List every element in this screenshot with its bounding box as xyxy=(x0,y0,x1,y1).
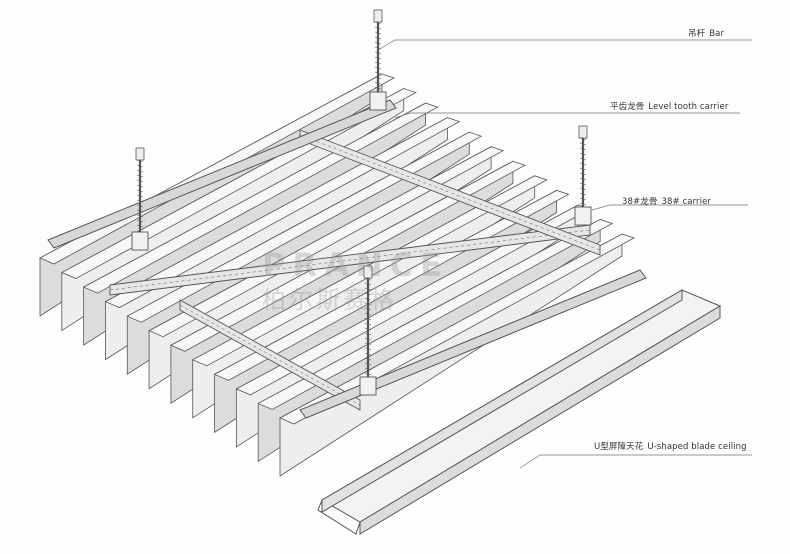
bar-thread xyxy=(136,209,144,213)
bar-thread xyxy=(364,332,372,336)
u-blade-side xyxy=(359,305,721,535)
bar-thread xyxy=(136,194,144,198)
u-blade-end xyxy=(317,499,361,535)
bar-thread xyxy=(374,81,382,85)
level-tooth-carrier-teeth xyxy=(179,304,361,406)
bar-thread xyxy=(374,86,382,90)
carrier-group xyxy=(47,99,647,419)
bar-thread xyxy=(136,219,144,223)
38-carrier xyxy=(47,99,397,249)
watermark-logo: PRANCE xyxy=(262,246,449,284)
bar-thread xyxy=(374,71,382,75)
watermark-text: 柏尔斯赛格 xyxy=(262,286,397,314)
bar-thread xyxy=(364,367,372,371)
bar-thread xyxy=(374,31,382,35)
bar-thread xyxy=(579,192,587,196)
bar-thread xyxy=(364,297,372,301)
bar-thread xyxy=(136,179,144,183)
bar-hanger xyxy=(359,376,377,396)
bar-thread xyxy=(364,352,372,356)
bar-thread xyxy=(364,337,372,341)
bar-thread xyxy=(579,197,587,201)
bar-thread xyxy=(136,214,144,218)
bar-thread xyxy=(364,302,372,306)
bar-thread xyxy=(374,56,382,60)
bar-thread xyxy=(364,312,372,316)
blade-lip xyxy=(257,219,614,410)
bar-thread xyxy=(136,224,144,228)
bar-thread xyxy=(579,162,587,166)
bar-thread xyxy=(374,36,382,40)
bar-thread xyxy=(136,204,144,208)
bar-thread xyxy=(136,189,144,193)
bar-thread xyxy=(374,41,382,45)
bar-hanger xyxy=(369,91,387,111)
leader-line xyxy=(591,204,748,211)
leader-lines xyxy=(377,39,752,469)
bar-thread xyxy=(364,372,372,376)
bar-thread xyxy=(364,342,372,346)
level-tooth-carrier-teeth xyxy=(109,229,591,291)
bar-thread xyxy=(364,357,372,361)
rod-group xyxy=(131,9,592,396)
bar-thread xyxy=(364,307,372,311)
bar-thread xyxy=(136,164,144,168)
bar-thread xyxy=(579,157,587,161)
bar-thread xyxy=(579,147,587,151)
bar-thread xyxy=(136,169,144,173)
bar-nut xyxy=(373,9,383,23)
38-carrier xyxy=(299,269,647,419)
bar-thread xyxy=(136,174,144,178)
bar-thread xyxy=(579,177,587,181)
bar-nut xyxy=(578,125,588,139)
bar-thread xyxy=(374,76,382,80)
leader-line xyxy=(377,39,752,51)
bar-thread xyxy=(374,26,382,30)
bar-thread xyxy=(374,51,382,55)
bar-thread xyxy=(579,142,587,146)
bar-thread xyxy=(364,317,372,321)
bar-thread xyxy=(579,172,587,176)
bar-thread xyxy=(374,61,382,65)
bar-thread xyxy=(364,292,372,296)
bar-thread xyxy=(579,182,587,186)
bar-thread xyxy=(364,347,372,351)
bar-thread xyxy=(579,152,587,156)
bar-thread xyxy=(364,362,372,366)
bar-thread xyxy=(579,167,587,171)
bar-thread xyxy=(136,199,144,203)
bar-hanger xyxy=(131,231,149,251)
bar-hanger xyxy=(574,206,592,226)
bar-thread xyxy=(579,187,587,191)
bar-thread xyxy=(579,202,587,206)
bar-thread xyxy=(136,184,144,188)
u-blade-detail xyxy=(317,289,722,535)
bar-thread xyxy=(364,282,372,286)
blade-lip xyxy=(148,146,505,338)
bar-thread xyxy=(364,322,372,326)
bar-nut xyxy=(363,265,373,279)
bar-thread xyxy=(374,66,382,70)
leader-line xyxy=(394,112,740,119)
u-blade-side xyxy=(321,289,683,513)
bar-nut xyxy=(135,147,145,161)
bar-thread xyxy=(364,327,372,331)
leader-line xyxy=(519,454,752,469)
bar-thread xyxy=(364,287,372,291)
